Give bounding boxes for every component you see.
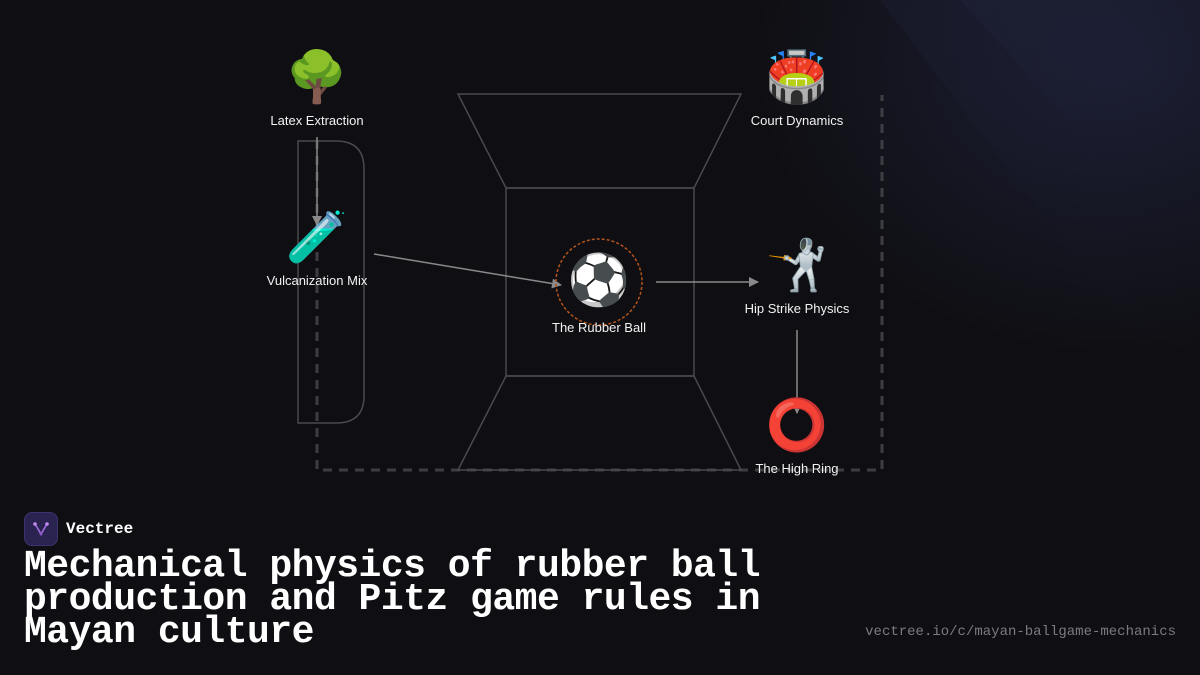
brand-name: Vectree	[66, 520, 134, 538]
test-tube-icon: 🧪	[285, 208, 349, 266]
tree-icon: 🌳	[285, 48, 349, 106]
brand[interactable]: Vectree	[24, 512, 133, 546]
node-vulcanization-mix[interactable]: 🧪 Vulcanization Mix	[237, 208, 397, 288]
node-label: Court Dynamics	[750, 113, 844, 128]
fencer-icon: 🤺	[765, 236, 829, 294]
stadium-icon: 🏟️	[765, 48, 829, 106]
node-high-ring[interactable]: ⭕ The High Ring	[717, 396, 877, 476]
node-hip-strike-physics[interactable]: 🤺 Hip Strike Physics	[717, 236, 877, 316]
node-latex-extraction[interactable]: 🌳 Latex Extraction	[237, 48, 397, 128]
edge-vulcanization-to-ball	[373, 253, 562, 289]
node-label: Hip Strike Physics	[744, 301, 850, 316]
node-label: The Rubber Ball	[552, 320, 646, 335]
node-court-dynamics[interactable]: 🏟️ Court Dynamics	[717, 48, 877, 128]
node-label: The High Ring	[755, 461, 839, 476]
node-rubber-ball[interactable]: ⚽ The Rubber Ball	[519, 251, 679, 335]
source-url[interactable]: vectree.io/c/mayan-ballgame-mechanics	[865, 624, 1176, 640]
page-title: Mechanical physics of rubber ball produc…	[24, 545, 761, 654]
ring-icon: ⭕	[765, 396, 829, 454]
soccer-ball-icon: ⚽	[567, 251, 631, 309]
node-label: Latex Extraction	[270, 113, 364, 128]
bracket-shape	[297, 140, 365, 424]
ball-highlight-ring	[555, 238, 643, 326]
node-label: Vulcanization Mix	[266, 273, 368, 288]
vectree-logo-icon	[24, 512, 58, 546]
